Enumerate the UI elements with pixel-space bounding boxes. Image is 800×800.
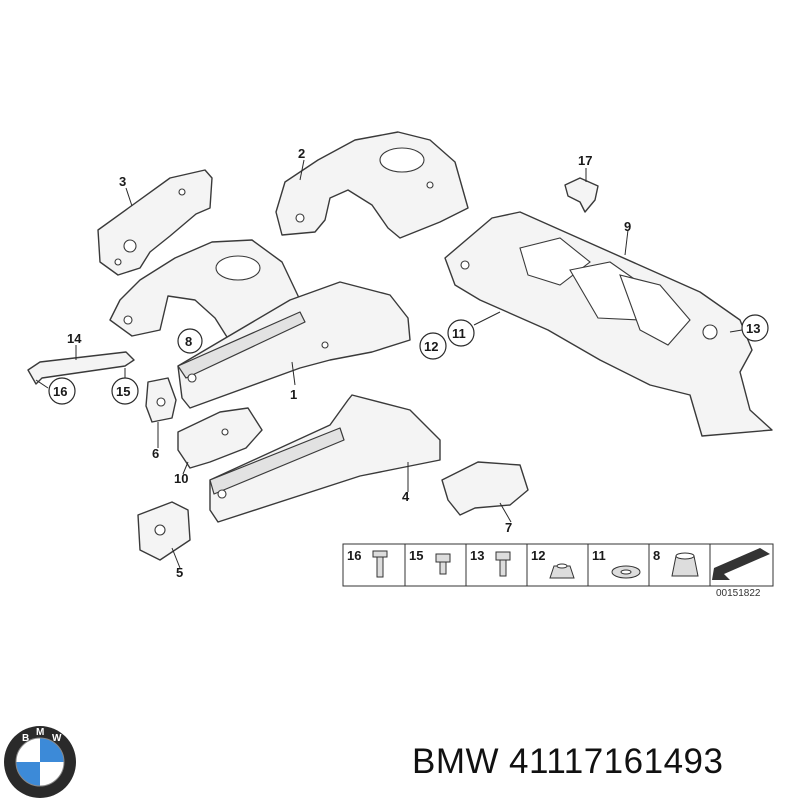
fastener-legend: 16 15 13 12 11 8 <box>342 543 774 599</box>
direction-arrow-icon <box>712 548 770 580</box>
brand-name: BMW <box>412 742 500 781</box>
legend-label-12: 12 <box>531 548 545 563</box>
callout-1: 1 <box>290 387 297 402</box>
washer-11-icon <box>611 565 641 579</box>
bolt-13-icon <box>495 551 511 577</box>
legend-label-13: 13 <box>470 548 484 563</box>
svg-text:M: M <box>36 727 44 738</box>
part-6 <box>145 377 177 423</box>
bolt-15-icon <box>435 553 451 575</box>
legend-label-15: 15 <box>409 548 423 563</box>
part-2 <box>275 131 469 239</box>
callout-12: 12 <box>424 339 438 354</box>
part-7 <box>441 461 529 516</box>
callout-labels: 1 2 3 4 5 6 8 7 9 10 11 12 13 14 15 16 1… <box>48 146 769 580</box>
callout-15: 15 <box>116 384 130 399</box>
legend-label-8: 8 <box>653 548 660 563</box>
legend-label-11: 11 <box>592 548 606 563</box>
callout-14: 14 <box>67 331 82 346</box>
part-3 <box>97 169 213 276</box>
part-14 <box>27 351 135 385</box>
part-5 <box>137 501 191 561</box>
callout-2: 2 <box>298 146 305 161</box>
leader-lines <box>35 159 743 569</box>
part-9 <box>444 211 773 437</box>
callout-13: 13 <box>746 321 760 336</box>
callout-3: 3 <box>119 174 126 189</box>
part-10 <box>177 407 263 469</box>
callout-6: 6 <box>152 446 159 461</box>
part-1 <box>177 281 411 409</box>
callout-4: 4 <box>402 489 410 504</box>
part-17 <box>564 177 599 213</box>
callout-16: 16 <box>53 384 67 399</box>
part-number: 41117161493 <box>509 742 724 781</box>
part-4 <box>209 394 441 523</box>
grommet-8-icon <box>671 552 699 577</box>
bmw-roundel-icon: B M W <box>4 726 76 798</box>
callout-5: 5 <box>176 565 183 580</box>
svg-text:W: W <box>52 733 62 744</box>
svg-text:B: B <box>22 733 29 744</box>
callout-17: 17 <box>578 153 592 168</box>
callout-11: 11 <box>452 326 466 341</box>
callout-7: 7 <box>505 520 512 535</box>
nut-12-icon <box>549 563 575 579</box>
callout-9: 9 <box>624 219 631 234</box>
callout-8: 8 <box>185 334 192 349</box>
catalog-number: 00151822 <box>716 588 761 599</box>
callout-10: 10 <box>174 471 188 486</box>
bolt-16-icon <box>372 550 388 578</box>
legend-label-16: 16 <box>347 548 361 563</box>
